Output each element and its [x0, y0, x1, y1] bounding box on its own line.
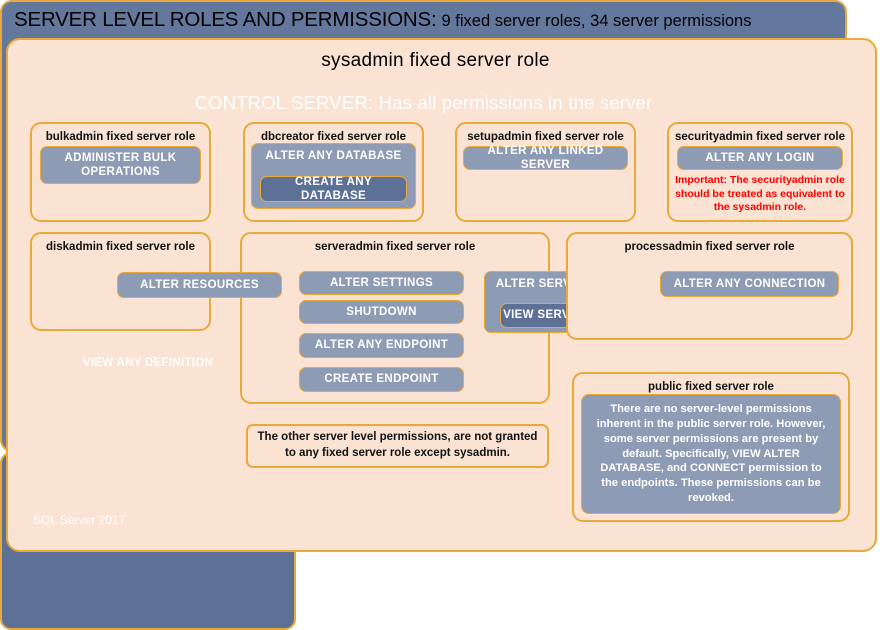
permission-label: ALTER ANY LOGIN [705, 151, 815, 164]
sql-server-version-label: SQL Server 2017 [33, 513, 126, 527]
permission-chip-shutdown[interactable]: SHUTDOWN [299, 300, 464, 324]
page-title-main: SERVER LEVEL ROLES AND PERMISSIONS: [14, 8, 437, 31]
permission-label: ALTER SETTINGS [329, 276, 434, 289]
permission-chip-create-any-database[interactable]: CREATE ANY DATABASE [260, 176, 407, 202]
permission-label: ALTER ANY LINKED SERVER [487, 144, 604, 171]
note-other-permissions: The other server level permissions, are … [246, 424, 549, 468]
view-any-definition-label: VIEW ANY DEFINITION [82, 357, 214, 369]
permission-label: SHUTDOWN [346, 305, 417, 318]
page-title: SERVER LEVEL ROLES AND PERMISSIONS: 9 fi… [14, 8, 874, 36]
role-card-securityadmin: securityadmin fixed server role [667, 122, 853, 222]
role-title-dbcreator: dbcreator fixed server role [260, 131, 407, 143]
permission-chip-administer-bulk-operations[interactable]: ADMINISTER BULK OPERATIONS [40, 146, 201, 184]
role-title-setupadmin: setupadmin fixed server role [467, 131, 624, 143]
permission-chip-alter-any-linked-server[interactable]: ALTER ANY LINKED SERVER [463, 144, 628, 171]
permission-chip-alter-any-endpoint[interactable]: ALTER ANY ENDPOINT [299, 333, 464, 358]
control-server-label: CONTROL SERVER: Has all permissions in t… [194, 92, 653, 113]
permission-chip-alter-settings[interactable]: ALTER SETTINGS [299, 271, 464, 295]
permission-chip-create-endpoint[interactable]: CREATE ENDPOINT [299, 367, 464, 392]
role-title-diskadmin: diskadmin fixed server role [46, 241, 195, 253]
page-title-subtitle: 9 fixed server roles, 34 server permissi… [441, 12, 752, 30]
permission-label: ALTER RESOURCES [140, 278, 259, 291]
role-title-securityadmin: securityadmin fixed server role [674, 131, 846, 143]
permission-label: CREATE ANY DATABASE [295, 175, 372, 202]
permission-chip-alter-any-login[interactable]: ALTER ANY LOGIN [677, 146, 843, 170]
securityadmin-warning-text: Important: The securityadmin role should… [675, 174, 845, 214]
permission-label: ALTER ANY CONNECTION [673, 277, 826, 290]
public-role-description: There are no server-level permissions in… [581, 394, 841, 514]
permission-chip-alter-resources[interactable]: ALTER RESOURCES [117, 272, 282, 298]
permission-label: CREATE ENDPOINT [324, 373, 439, 386]
role-title-processadmin: processadmin fixed server role [624, 241, 795, 253]
permission-label: ALTER ANY ENDPOINT [314, 339, 449, 352]
role-title-serveradmin: serveradmin fixed server role [314, 241, 476, 253]
role-card-setupadmin: setupadmin fixed server role [455, 122, 636, 222]
permission-chip-alter-any-connection[interactable]: ALTER ANY CONNECTION [660, 271, 839, 297]
permission-label: ADMINISTER BULK OPERATIONS [64, 151, 177, 178]
role-title-bulkadmin: bulkadmin fixed server role [45, 131, 196, 143]
permission-label: ALTER ANY DATABASE [265, 150, 402, 162]
sysadmin-role-label: sysadmin fixed server role [321, 50, 550, 71]
role-title-public: public fixed server role [648, 381, 774, 393]
